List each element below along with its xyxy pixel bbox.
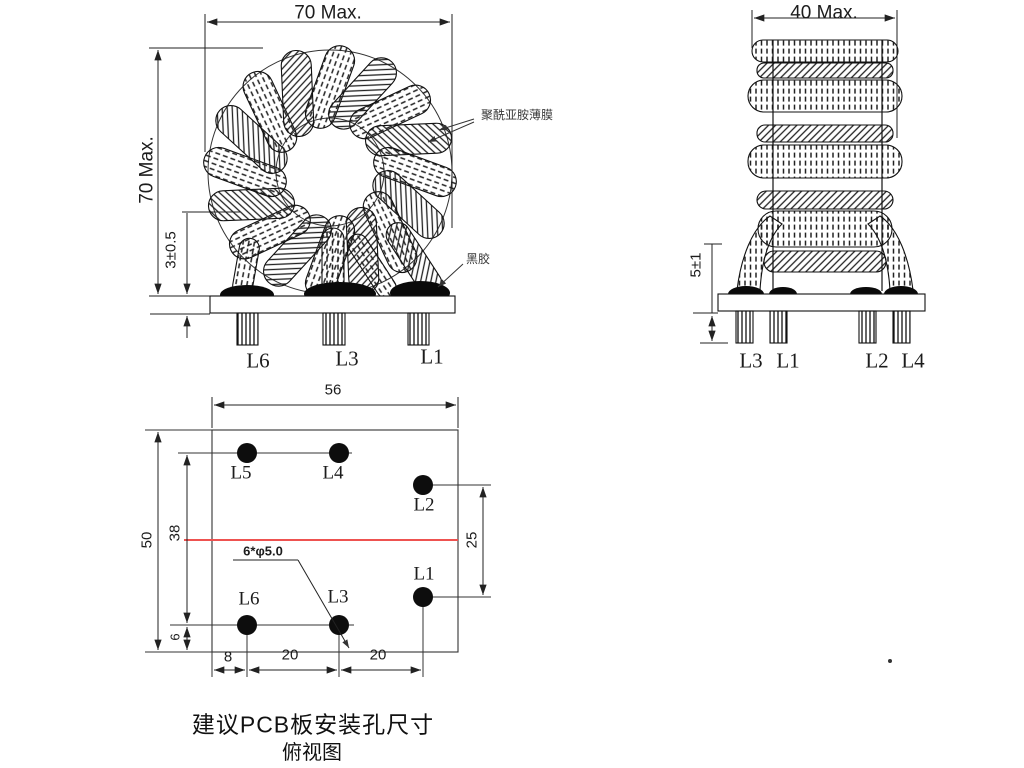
pcb-bottom-margin-dim: 6: [167, 633, 183, 641]
side-pin-label: L2: [865, 348, 889, 373]
side-view-drawing: [693, 10, 926, 344]
pcb-left-margin-dim: 8: [223, 648, 233, 666]
side-winding-stack: [747, 39, 903, 273]
front-pin-label: L6: [246, 348, 270, 373]
hole-label: L1: [413, 563, 435, 585]
hole-label: L2: [413, 494, 435, 516]
side-pins: [735, 310, 911, 344]
annotation-leaders: [427, 118, 475, 288]
side-base-plate: [717, 293, 926, 312]
film-annotation: 聚酰亚胺薄膜: [480, 108, 554, 122]
hole-label: L6: [238, 588, 260, 610]
front-pin-label: L1: [420, 344, 444, 369]
front-lead-wires: [232, 222, 443, 299]
hole-note-leader: [233, 559, 350, 649]
front-height-dim: 70 Max.: [136, 136, 158, 204]
side-dimensions: [693, 10, 898, 344]
stray-dot: [888, 659, 892, 663]
pcb-caption-title: 建议PCB板安装孔尺寸: [191, 711, 435, 738]
front-pin-label: L3: [335, 346, 359, 371]
pcb-layout-drawing: [145, 397, 892, 677]
side-width-dim: 40 Max.: [790, 2, 858, 24]
front-base-plate: [209, 295, 456, 314]
front-view-drawing: [149, 14, 475, 346]
side-pin-label: L3: [739, 348, 763, 373]
front-pins: [236, 312, 430, 346]
mounting-holes: [237, 443, 433, 635]
pcb-pitch-dim: 20: [369, 646, 387, 664]
glue-annotation: 黑胶: [465, 252, 491, 266]
pcb-hole-spacing-dim: 25: [463, 531, 481, 549]
pcb-height-dim: 50: [138, 531, 156, 549]
pcb-caption-subtitle: 俯视图: [282, 742, 342, 764]
hole-label: L5: [230, 462, 252, 484]
side-pin-label: L4: [901, 348, 925, 373]
hole-label: L4: [322, 462, 344, 484]
front-plate-dim: 3±0.5: [162, 231, 180, 269]
side-pin-label: L1: [776, 348, 800, 373]
pcb-dimensions: [154, 397, 487, 674]
front-dimensions: [149, 14, 453, 338]
pcb-pitch-dim: 20: [281, 646, 299, 664]
pcb-row-offset-dim: 38: [166, 524, 184, 542]
hole-label: L3: [327, 586, 349, 608]
front-width-dim: 70 Max.: [294, 2, 362, 24]
pcb-width-dim: 56: [324, 381, 342, 399]
hole-diameter-note: 6*φ5.0: [243, 543, 283, 559]
side-lead-dim: 5±1: [687, 252, 705, 278]
